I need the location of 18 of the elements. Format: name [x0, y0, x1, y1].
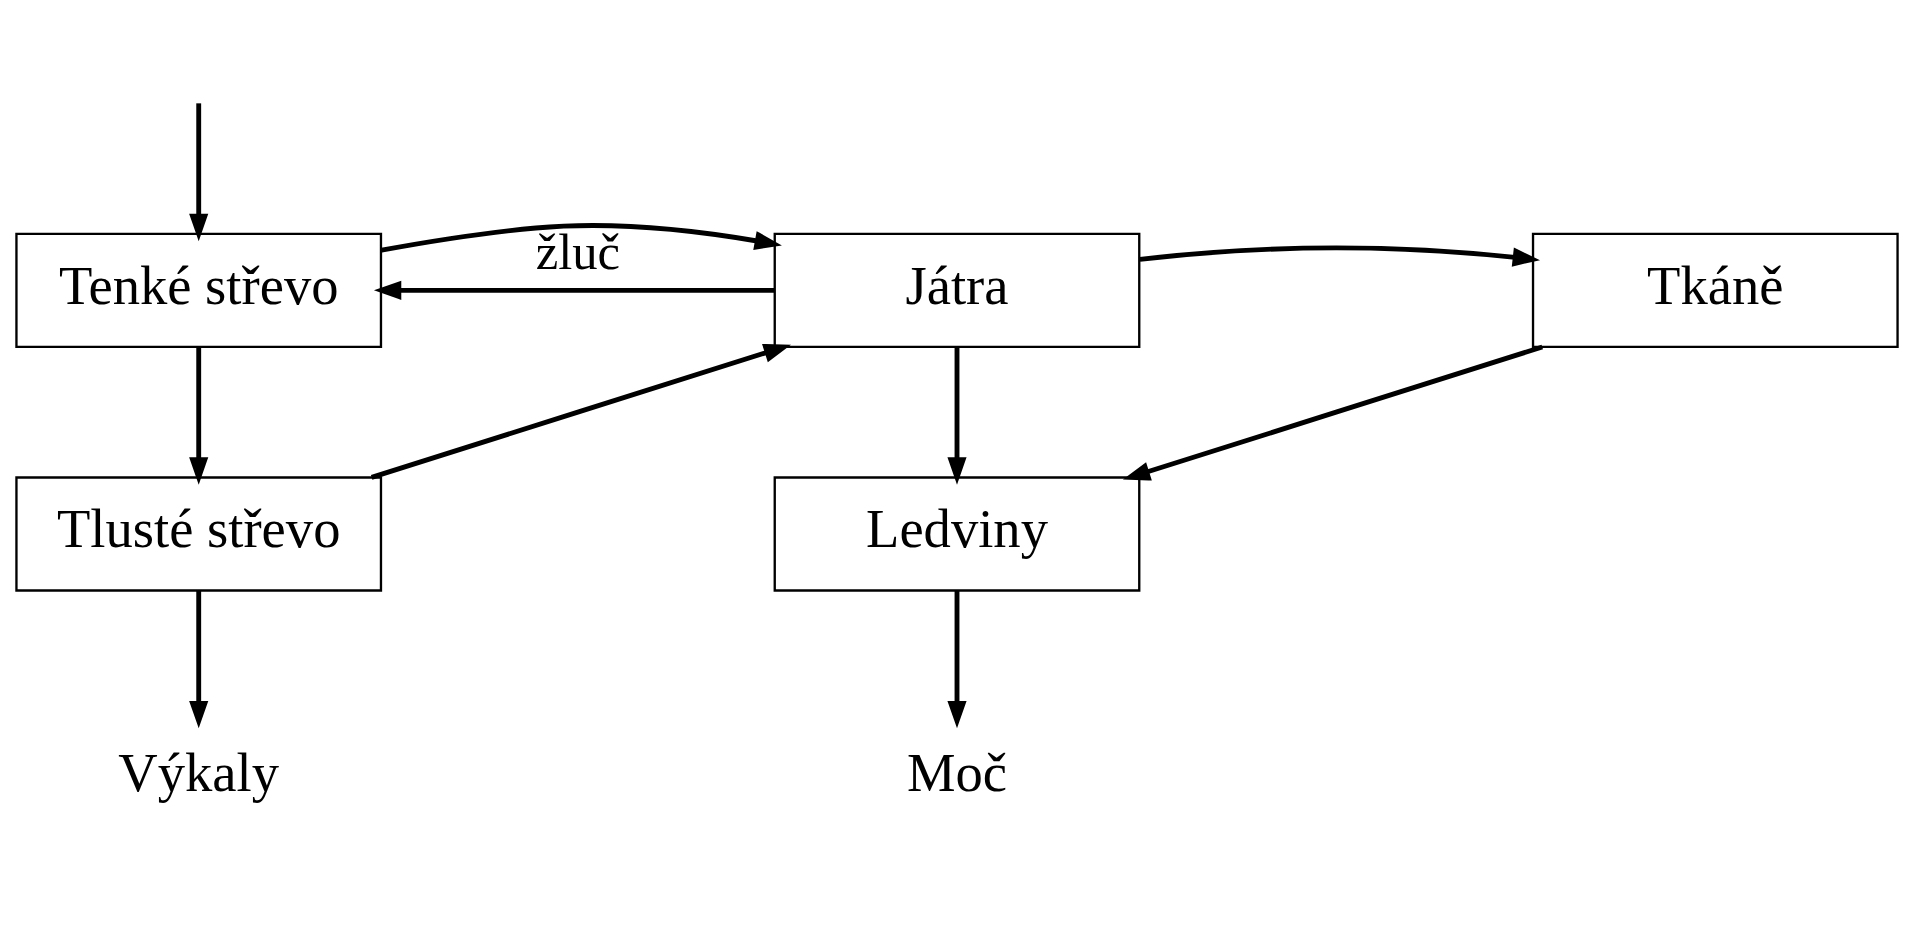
arrow	[373, 280, 775, 300]
arrow	[947, 590, 967, 729]
node-text: Výkaly	[118, 742, 280, 804]
node-box: Ledviny	[773, 476, 1141, 592]
node-box: Játra	[773, 232, 1141, 349]
node-text: Moč	[906, 742, 1008, 804]
arrow	[1139, 245, 1540, 267]
edge-label: žluč	[535, 223, 621, 280]
arrow	[189, 103, 209, 242]
arrow	[947, 347, 967, 485]
node-box: Tlusté střevo	[15, 476, 383, 592]
node-box: Tkáně	[1531, 232, 1899, 349]
arrow	[1122, 344, 1543, 481]
arrow	[189, 590, 209, 729]
arrow	[189, 347, 209, 485]
arrow	[381, 223, 782, 253]
node-box: Tenké střevo	[15, 232, 383, 349]
arrow	[370, 343, 791, 480]
